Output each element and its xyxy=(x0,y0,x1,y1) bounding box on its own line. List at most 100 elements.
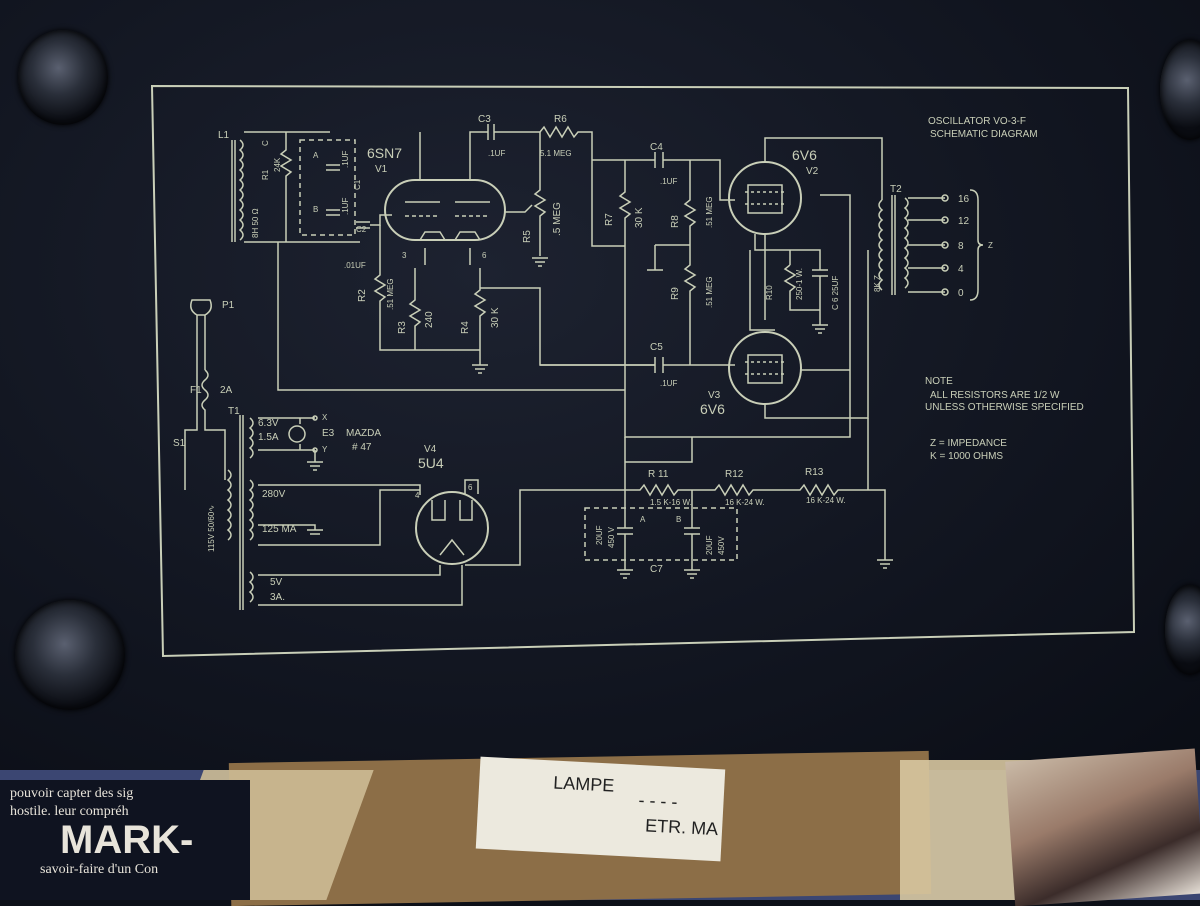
t1-power-transformer xyxy=(226,415,254,610)
v1-pin3: 3 xyxy=(402,251,407,260)
v2-tube xyxy=(728,161,802,235)
c1-mid-value: .1UF xyxy=(341,198,350,215)
filament-current: 1.5A xyxy=(258,432,279,443)
c2-label: C2 xyxy=(356,225,367,234)
tap-8: 8 xyxy=(958,241,964,252)
r5-label: R5 xyxy=(522,230,533,243)
v4-pin6: 6 xyxy=(468,483,473,492)
p1-plug xyxy=(190,299,212,370)
p1-label: P1 xyxy=(222,300,235,311)
magazine-line-2: hostile. leur compréh xyxy=(10,804,129,819)
v3-type: 6V6 xyxy=(700,401,725,417)
e3-pilot-lamp xyxy=(288,425,306,443)
t1-label: T1 xyxy=(228,406,240,417)
c3-label: C3 xyxy=(478,114,491,125)
filament-voltage: 6.3V xyxy=(258,418,279,429)
screw-top-left xyxy=(18,30,108,125)
tap-12: 12 xyxy=(958,216,970,227)
v4-rectifier-tube xyxy=(415,491,489,565)
v1-tube xyxy=(384,179,506,241)
tap-4: 4 xyxy=(958,264,964,275)
r7-value: 30 K xyxy=(634,207,645,228)
f1-label: F1 xyxy=(190,385,202,396)
sticker-line-1: LAMPE xyxy=(552,772,615,796)
r6-label: R6 xyxy=(554,114,567,125)
y-terminal: Y xyxy=(322,445,328,454)
r9-value: .51 MEG xyxy=(705,276,714,308)
c7-a-label: A xyxy=(640,515,646,524)
sticker-line-3: ETR. MA xyxy=(644,815,719,840)
sticker-line-2: - - - - xyxy=(638,789,678,813)
c-label: C xyxy=(261,140,270,146)
c3-value: .1UF xyxy=(488,149,505,158)
r11-value: 1.5 K-16 W. xyxy=(650,498,692,507)
c7-b-label: B xyxy=(676,515,681,524)
c1-label: C1 xyxy=(353,179,362,190)
c7-label: C7 xyxy=(650,564,663,575)
schematic-subtitle: SCHEMATIC DIAGRAM xyxy=(930,129,1038,140)
magazine-line-1: pouvoir capter des sig xyxy=(10,786,134,801)
r4-label: R4 xyxy=(460,321,471,334)
t1-primary-rating: 115V 50/60∿ xyxy=(207,505,216,552)
note-line-1: ALL RESISTORS ARE 1/2 W xyxy=(930,390,1060,401)
c6-label: C 6 25UF xyxy=(831,276,840,310)
v4-pin4: 4 xyxy=(415,491,420,500)
c5-value: .1UF xyxy=(660,379,677,388)
l1-value: 8H 50 Ω xyxy=(251,208,260,238)
magazine: pouvoir capter des sig hostile. leur com… xyxy=(0,780,250,900)
magazine-title: MARK- xyxy=(60,818,194,862)
note-line-2: UNLESS OTHERWISE SPECIFIED xyxy=(925,402,1084,413)
r8-label: R8 xyxy=(670,215,681,228)
hv-winding-voltage: 280V xyxy=(262,489,286,500)
r3-label: R3 xyxy=(397,321,408,334)
r12-value: 16 K-24 W. xyxy=(725,498,765,507)
c7-filter-cap-box xyxy=(584,507,738,561)
r9-label: R9 xyxy=(670,287,681,300)
r13-value: 16 K-24 W. xyxy=(806,496,846,505)
v3-id: V3 xyxy=(708,390,721,401)
r4-value: 30 K xyxy=(490,307,501,328)
tap-impedance-mark: Z xyxy=(988,241,993,250)
t2-label: T2 xyxy=(890,184,902,195)
r10-value: 250-1 W. xyxy=(795,268,804,300)
c7a-value: 20UF xyxy=(595,525,604,545)
r1-label: R1 xyxy=(261,169,270,180)
hv-winding-current: 125 MA xyxy=(262,524,297,535)
r8-value: .51 MEG xyxy=(705,196,714,228)
tap-16: 16 xyxy=(958,194,970,205)
c7a-voltage: 450 V xyxy=(607,526,616,548)
cap-a-label: A xyxy=(313,151,319,160)
v2-id: V2 xyxy=(806,166,819,177)
r2-value: .51 MEG xyxy=(386,278,395,310)
note-legend-impedance: Z = IMPEDANCE xyxy=(930,438,1007,449)
cap-b-label: B xyxy=(313,205,318,214)
r12-label: R12 xyxy=(725,469,744,480)
v4-type: 5U4 xyxy=(418,455,444,471)
v2-type: 6V6 xyxy=(792,147,817,163)
tuning-cap-box xyxy=(299,139,356,236)
r13-label: R13 xyxy=(805,467,824,478)
c5-label: C5 xyxy=(650,342,663,353)
t2-taps xyxy=(908,194,949,296)
r6-value: 5.1 MEG xyxy=(540,149,572,158)
tap-0: 0 xyxy=(958,288,964,299)
v3-tube xyxy=(728,331,802,405)
l1-label: L1 xyxy=(218,130,230,141)
c4-value: .1UF xyxy=(660,177,677,186)
schematic-diagram: OSCILLATOR VO-3-F SCHEMATIC DIAGRAM L1 8… xyxy=(150,84,1136,658)
rect-fil-current: 3A. xyxy=(270,592,285,603)
c2-value: .01UF xyxy=(344,261,366,270)
r3-value: 240 xyxy=(424,311,435,328)
l1-inductor xyxy=(231,139,244,242)
c4-label: C4 xyxy=(650,142,663,153)
c1-top-value: .1UF xyxy=(341,151,350,168)
screw-top-right xyxy=(1160,40,1200,140)
t2-output-transformer xyxy=(878,195,909,295)
v1-id: V1 xyxy=(375,164,388,175)
schematic-title: OSCILLATOR VO-3-F xyxy=(928,116,1026,127)
x-terminal: X xyxy=(322,413,328,422)
note-legend-k: K = 1000 OHMS xyxy=(930,451,1003,462)
v1-type: 6SN7 xyxy=(367,145,402,161)
c7b-voltage: 450V xyxy=(717,536,726,555)
v4-id: V4 xyxy=(424,444,437,455)
